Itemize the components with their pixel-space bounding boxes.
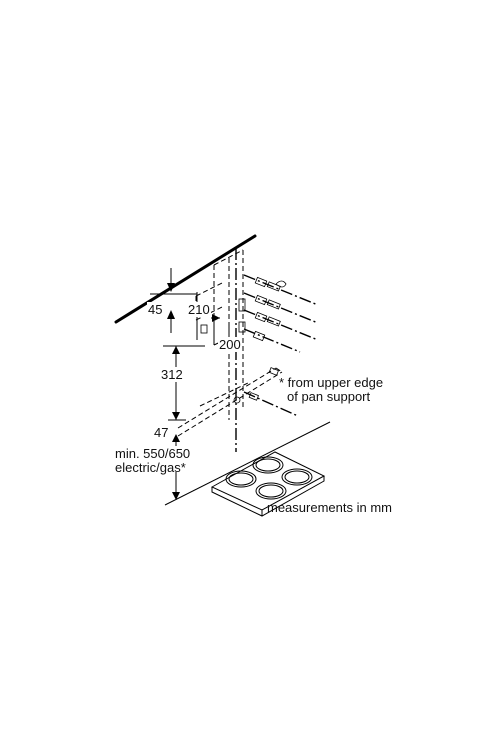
footnote-line2: of pan support — [287, 389, 371, 404]
hood-canopy — [177, 367, 283, 437]
wall-plug-icon — [200, 294, 281, 404]
dimension-312-lines — [163, 345, 205, 421]
dimension-45-label: 45 — [147, 302, 164, 317]
screw-icon — [254, 276, 287, 292]
dimension-clearance-lines — [172, 434, 180, 500]
dimension-210-label: 210 — [187, 302, 211, 317]
dimension-200-label: 200 — [218, 337, 242, 352]
hob-burner-icon — [225, 470, 257, 488]
hob-burner-icon — [252, 456, 284, 474]
hob — [210, 451, 326, 517]
dimension-47-label: 47 — [153, 425, 170, 440]
hob-burner-icon — [255, 482, 287, 500]
ceiling-line — [114, 234, 257, 324]
wall-fixings — [200, 274, 319, 417]
units-note: measurements in mm — [267, 500, 392, 515]
worktop-line — [164, 421, 331, 506]
dimension-45-lines — [150, 268, 197, 333]
footnote-line1: * from upper edge — [279, 375, 384, 390]
min-clearance-label: min. 550/650 — [115, 446, 191, 461]
dimension-312-label: 312 — [160, 367, 184, 382]
hob-burner-icon — [281, 468, 313, 486]
clearance-type-label: electric/gas* — [115, 460, 186, 475]
